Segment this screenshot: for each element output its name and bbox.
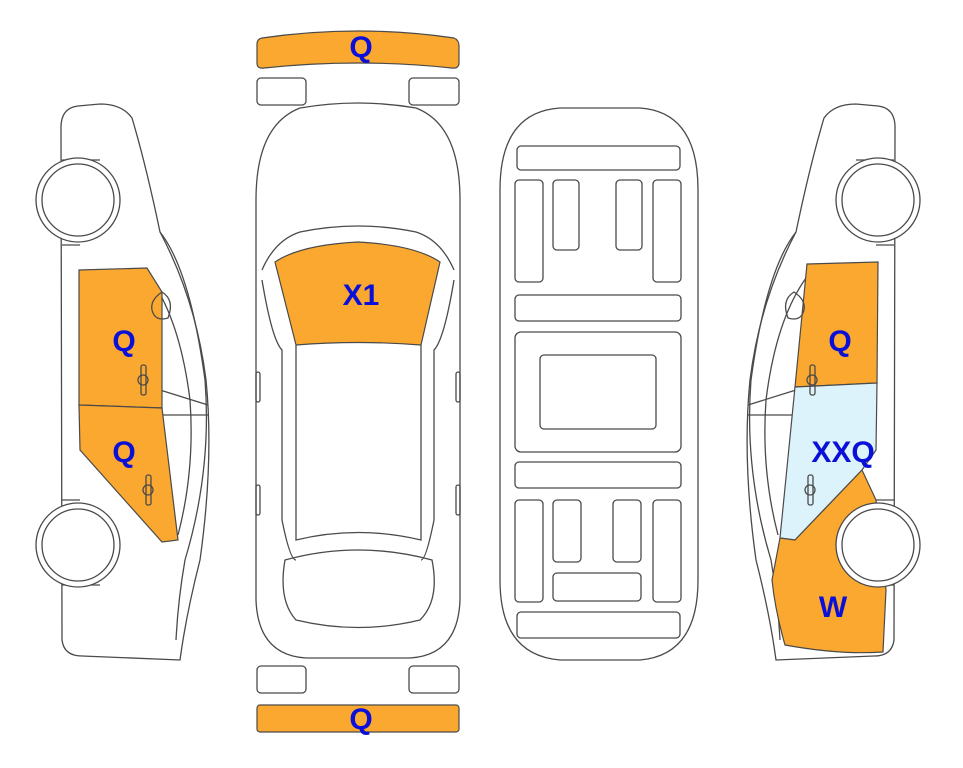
door-handle-icon (137, 364, 149, 396)
left-side-view: Q Q (35, 103, 210, 661)
top-view: Q X1 Q (255, 30, 461, 736)
taillight (408, 665, 460, 694)
rear-bumper-panel[interactable] (256, 704, 460, 733)
windshield-panel[interactable] (274, 241, 441, 346)
wheel-icon (835, 157, 921, 243)
windshield-label: X1 (343, 279, 380, 312)
mirror-icon (151, 291, 172, 320)
right-front-door-label: Q (828, 325, 851, 358)
door-handle-icon (804, 474, 816, 506)
front-bumper-panel[interactable] (256, 30, 460, 69)
right-rear-door-label: XXQ (811, 436, 874, 469)
right-rear-quarter-label: W (819, 591, 848, 624)
door-handle-icon (806, 364, 818, 396)
mirror-icon (784, 291, 805, 320)
left-front-door-label: Q (112, 325, 135, 358)
rear-bumper-label: Q (349, 703, 372, 736)
underside-view (499, 107, 699, 661)
wheel-icon (35, 502, 121, 588)
front-bumper-label: Q (349, 31, 372, 64)
right-side-view: Q XXQ W (746, 103, 921, 661)
wheel-icon (35, 157, 121, 243)
headlight (408, 77, 460, 106)
door-handle-icon (142, 474, 154, 506)
left-rear-door-panel[interactable] (78, 404, 179, 543)
taillight (256, 665, 307, 694)
wheel-icon (835, 502, 921, 588)
headlight (256, 77, 307, 106)
left-rear-door-label: Q (112, 436, 135, 469)
